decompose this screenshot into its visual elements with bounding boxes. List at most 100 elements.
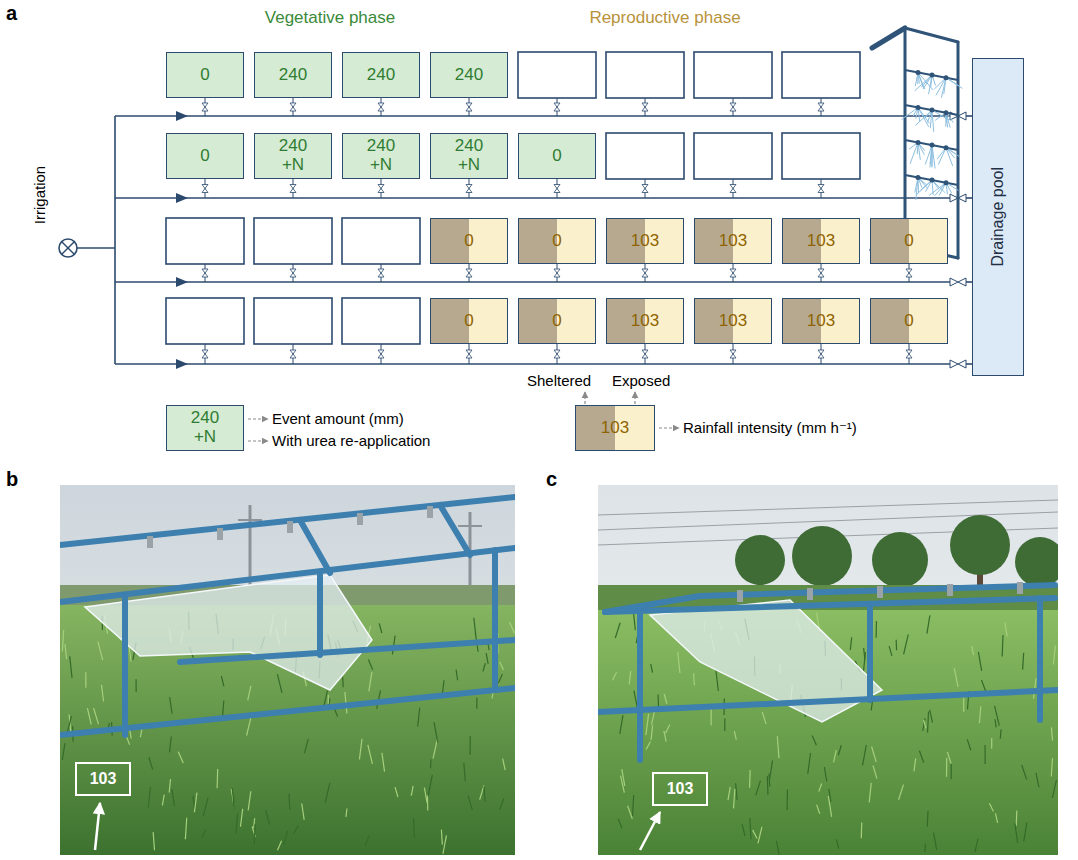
rice-blade (1023, 653, 1024, 670)
photo-b (217, 528, 223, 540)
rice-blade (65, 644, 67, 659)
rain-spray (901, 70, 962, 200)
rice-blade (628, 806, 633, 819)
rice-blade (978, 652, 981, 671)
rice-blade (776, 841, 779, 855)
photo-b (492, 550, 498, 690)
empty-plot (782, 133, 860, 179)
nozzle (930, 143, 935, 148)
rain-simulator (872, 28, 905, 48)
photo-b (147, 536, 153, 548)
rice-blade (85, 672, 86, 687)
rice-blade (975, 839, 978, 852)
photo-c (950, 515, 1010, 575)
inlet-valve (378, 107, 384, 111)
rice-blade (304, 739, 308, 754)
inlet-valve (466, 273, 472, 277)
rice-blade (302, 804, 304, 820)
rice-blade (231, 789, 234, 808)
rice-blade (498, 674, 502, 683)
rice-blade (169, 737, 171, 753)
event-amount: 0 (200, 66, 209, 85)
split-plot-box: 103 (782, 298, 860, 344)
rice-blade (896, 640, 898, 651)
split-plot-box: 103 (694, 218, 772, 264)
photo-b (60, 548, 515, 602)
nozzle (930, 178, 935, 183)
rice-blade (889, 646, 892, 656)
photo-c (598, 690, 1058, 712)
plot-box: 240 +N (430, 133, 508, 179)
main-pipe (114, 116, 116, 364)
pipe (115, 115, 950, 117)
rainfall-intensity: 0 (904, 312, 913, 331)
rice-blade (767, 776, 769, 795)
inlet-valve (906, 273, 912, 277)
rice-blade (651, 725, 653, 740)
rice-blade (379, 623, 382, 633)
rain-spray (932, 145, 935, 168)
inlet-valve (202, 107, 208, 111)
inlet-valve (202, 273, 208, 277)
rice-blade (633, 612, 635, 630)
inlet-valve (906, 354, 912, 358)
rice-blade (664, 694, 667, 704)
rainfall-intensity: 0 (464, 232, 473, 251)
rice-blade (770, 760, 773, 779)
nozzle (944, 75, 949, 80)
rice-blade (927, 711, 929, 732)
event-amount: 240 +N (367, 137, 395, 174)
inlet-valve (554, 273, 560, 277)
nozzle (930, 108, 935, 113)
rice-blade (633, 795, 634, 816)
rice-blade (424, 788, 427, 803)
flow-arrow (176, 111, 188, 121)
inlet-valve (378, 189, 384, 193)
rice-blade (967, 739, 971, 750)
photo-label-box: 103 (652, 772, 708, 806)
rain-spray (901, 108, 918, 120)
rice-blade (838, 745, 841, 755)
photo-b (95, 803, 100, 850)
rice-blade (500, 662, 504, 670)
inlet-valve (642, 189, 648, 193)
rainfall-intensity: 103 (601, 419, 629, 438)
rainfall-intensity: 103 (719, 312, 747, 331)
rice-blade (510, 622, 515, 633)
rice-blade (480, 785, 484, 799)
inlet-valve (290, 107, 296, 111)
legend-text: Exposed (612, 372, 670, 389)
rice-blade (342, 677, 344, 687)
rice-blade (325, 783, 330, 804)
empty-plot (254, 218, 332, 264)
photo-b (238, 519, 262, 521)
rice-blade (734, 789, 735, 809)
empty-plot (254, 298, 332, 344)
rice-blade (503, 759, 506, 770)
rice-blade (724, 719, 725, 731)
rice-blade (914, 758, 916, 771)
rice-blade (693, 673, 695, 685)
nozzle (944, 180, 949, 185)
inlet-valve (642, 273, 648, 277)
empty-plot (606, 133, 684, 179)
rice-blade (185, 818, 186, 840)
flow-arrow (176, 277, 188, 287)
split-plot-box: 103 (575, 405, 655, 451)
rainfall-intensity: 0 (904, 232, 913, 251)
event-amount: 240 (455, 66, 483, 85)
rice-blade (365, 836, 369, 846)
rice-blade (786, 789, 788, 809)
rice-blade (1051, 758, 1052, 776)
rice-blade (266, 810, 270, 825)
inlet-valve (642, 354, 648, 358)
split-plot-box: 0 (870, 218, 948, 264)
pool-name: Drainage pool (989, 167, 1007, 267)
plot-box: 240 +N (166, 405, 244, 451)
empty-plot (694, 133, 772, 179)
rice-blade (951, 764, 952, 779)
inlet-valve (378, 354, 384, 358)
rice-blade (817, 805, 820, 814)
